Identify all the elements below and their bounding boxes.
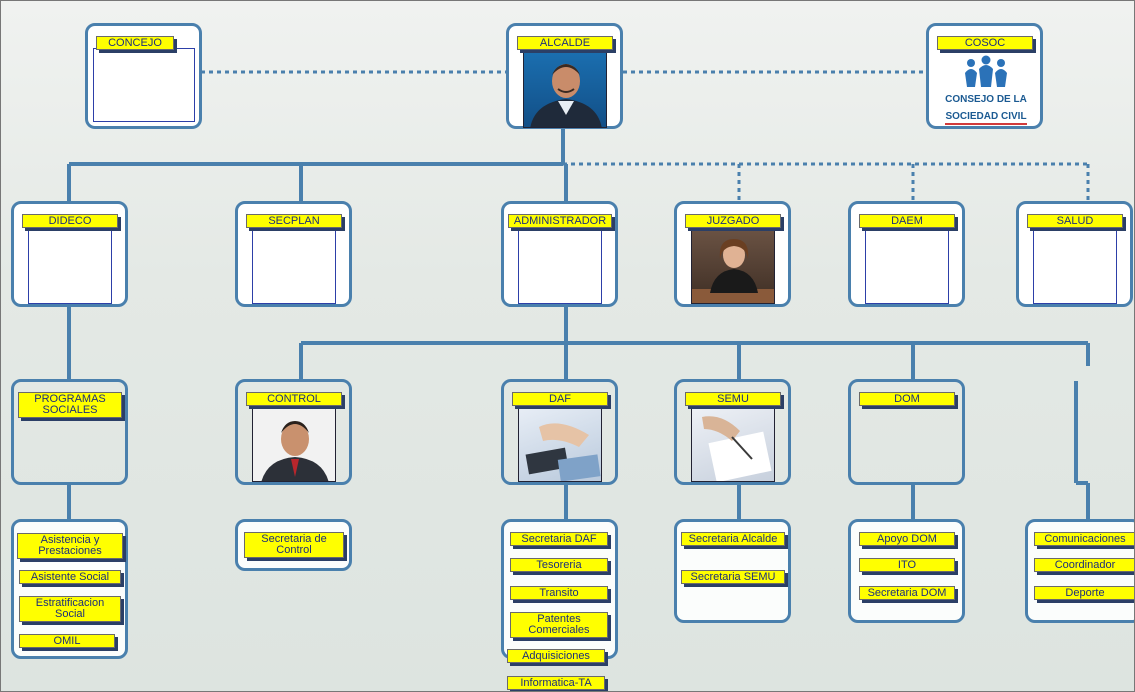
section-secretaria-daf: Secretaria DAF [510, 532, 608, 546]
section-estratificacion-social: Estratificacion Social [19, 596, 121, 622]
section-adquisiciones: Adquisiciones [507, 649, 605, 663]
administrador-box: ADMINISTRADOR [501, 201, 618, 307]
daf-label: DAF [512, 392, 608, 406]
secplan-label: SECPLAN [246, 214, 342, 228]
programas-sociales-box: PROGRAMAS SOCIALES [11, 379, 128, 485]
dom-box: DOM [848, 379, 965, 485]
cosoc-logo-line-2: SOCIEDAD CIVIL [945, 111, 1027, 125]
section-secretaria-semu: Secretaria SEMU [681, 570, 785, 584]
programas-sections-box: Asistencia y Prestaciones Asistente Soci… [11, 519, 128, 659]
control-label: CONTROL [246, 392, 342, 406]
cosoc-box: CONSEJO DE LA SOCIEDAD CIVIL COSOC [926, 23, 1043, 129]
section-omil: OMIL [19, 634, 115, 648]
salud-box: SALUD [1016, 201, 1133, 307]
control-photo [252, 406, 336, 482]
programas-sociales-label: PROGRAMAS SOCIALES [18, 392, 122, 418]
alcalde-box: ALCALDE [506, 23, 623, 129]
section-apoyo-dom: Apoyo DOM [859, 532, 955, 546]
juzgado-label: JUZGADO [685, 214, 781, 228]
cosoc-logo: CONSEJO DE LA SOCIEDAD CIVIL [943, 52, 1029, 126]
control-box: CONTROL [235, 379, 352, 485]
semu-sections-box: Secretaria Alcalde Secretaria SEMU [674, 519, 791, 623]
semu-box: SEMU [674, 379, 791, 485]
secplan-box: SECPLAN [235, 201, 352, 307]
section-informatica-ta: Informatica-TA [507, 676, 605, 690]
dom-label: DOM [859, 392, 955, 406]
administrador-label: ADMINISTRADOR [508, 214, 612, 228]
section-comunicaciones: Comunicaciones [1034, 532, 1134, 546]
alcalde-photo [523, 50, 607, 128]
section-secretaria-dom: Secretaria DOM [859, 586, 955, 600]
section-secretaria-alcalde: Secretaria Alcalde [681, 532, 785, 546]
daf-sections-box: Secretaria DAF Tesoreria Transito Patent… [501, 519, 618, 659]
section-patentes-comerciales: Patentes Comerciales [510, 612, 608, 638]
daf-photo [518, 406, 602, 482]
section-asistente-social: Asistente Social [19, 570, 121, 584]
semu-photo [691, 406, 775, 482]
people-icon [965, 55, 1007, 87]
daem-label: DAEM [859, 214, 955, 228]
semu-label: SEMU [685, 392, 781, 406]
salud-label: SALUD [1027, 214, 1123, 228]
dideco-label: DIDECO [22, 214, 118, 228]
control-sections-box: Secretaria de Control [235, 519, 352, 571]
section-asistencia-prestaciones: Asistencia y Prestaciones [17, 533, 123, 559]
cosoc-logo-line-1: CONSEJO DE LA [945, 94, 1027, 105]
dideco-box: DIDECO [11, 201, 128, 307]
alcalde-label: ALCALDE [517, 36, 613, 50]
section-secretaria-control: Secretaria de Control [244, 532, 344, 558]
section-coordinador: Coordinador [1034, 558, 1134, 572]
cosoc-label: COSOC [937, 36, 1033, 50]
concejo-box: CONCEJO [85, 23, 202, 129]
juzgado-photo [691, 228, 775, 304]
juzgado-box: JUZGADO [674, 201, 791, 307]
extra-sections-box: Comunicaciones Coordinador Deporte [1025, 519, 1134, 623]
daf-box: DAF [501, 379, 618, 485]
section-tesoreria: Tesoreria [510, 558, 608, 572]
section-transito: Transito [510, 586, 608, 600]
section-deporte: Deporte [1034, 586, 1134, 600]
section-ito: ITO [859, 558, 955, 572]
concejo-label: CONCEJO [96, 36, 174, 50]
dom-sections-box: Apoyo DOM ITO Secretaria DOM [848, 519, 965, 623]
daem-box: DAEM [848, 201, 965, 307]
